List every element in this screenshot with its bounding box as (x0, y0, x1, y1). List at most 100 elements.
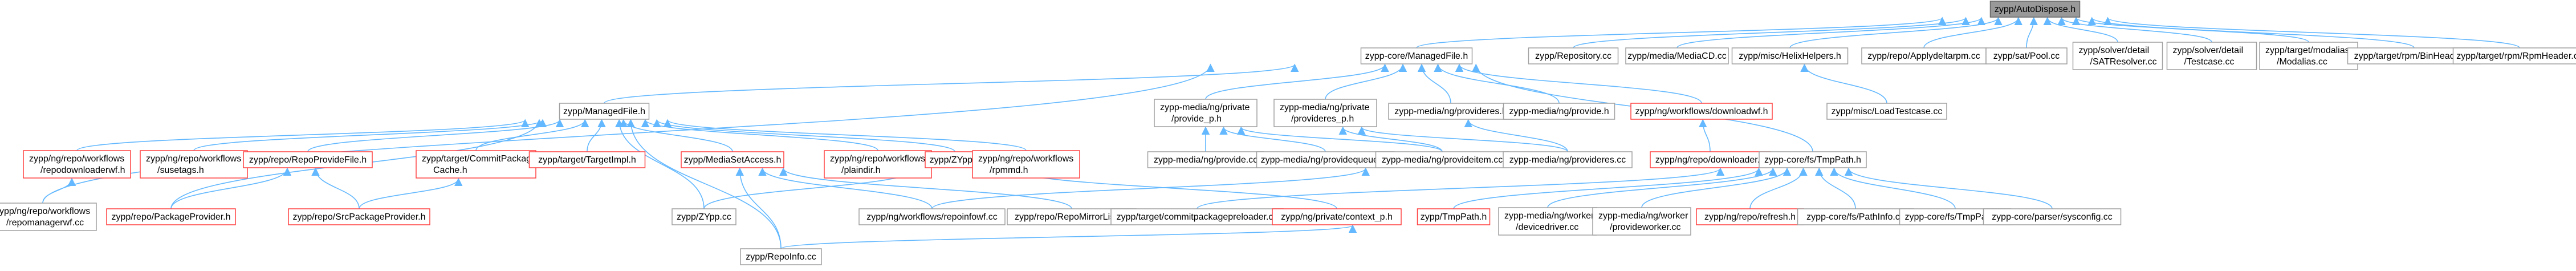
node-box (1650, 151, 1771, 168)
node-box (1498, 207, 1597, 236)
node-satres[interactable]: zypp/solver/detail/SATResolver.cc (2072, 42, 2163, 70)
node-msa[interactable]: zypp/MediaSetAccess.h (681, 151, 784, 168)
node-label: zypp-media/ng/worker (1504, 211, 1594, 221)
node-devdriver[interactable]: zypp-media/ng/worker/devicedriver.cc (1498, 207, 1597, 236)
node-applydelta[interactable]: zypp/repo/Applydeltarpm.cc (1861, 47, 1987, 64)
edge (2043, 17, 2118, 43)
node-providecc[interactable]: zypp-media/ng/provide.cc (1147, 151, 1264, 168)
edge (359, 177, 463, 209)
edge (1455, 63, 1702, 104)
node-provideh[interactable]: zypp-media/ng/provide.h (1503, 103, 1615, 120)
node-pitem[interactable]: zypp-media/ng/provideitem.cc (1375, 151, 1509, 168)
edge (1844, 167, 2053, 209)
node-box (1528, 47, 1619, 64)
edge (1923, 17, 2022, 48)
node-label: zypp/Repository.cc (1535, 51, 1611, 61)
node-testcase[interactable]: zypp/solver/detail/Testcase.cc (2166, 42, 2257, 70)
nodes: zypp/AutoDispose.h zypp-core/ManagedFile.… (0, 1, 2576, 265)
node-label: zypp/ng/repo/workflows (978, 154, 1073, 164)
node-label: /Testcase.cc (2184, 57, 2235, 67)
node-srcpkg[interactable]: zypp/repo/SrcPackageProvider.h (288, 208, 430, 225)
edge (1749, 167, 1808, 209)
node-root[interactable]: zypp/AutoDispose.h (1989, 1, 2081, 18)
node-box (1417, 208, 1491, 225)
node-label: zypp/ng/repo/refresh.h (1704, 212, 1796, 222)
node-label: /devicedriver.cc (1516, 223, 1578, 232)
node-label: zypp/solver/detail (2173, 46, 2244, 55)
node-context[interactable]: zypp/ng/private/context_p.h (1272, 208, 1402, 225)
node-label: zypp/TmpPath.h (1421, 212, 1487, 222)
node-box (1273, 99, 1377, 127)
node-label: zypp/ng/workflows/downloadwf.h (1635, 107, 1768, 116)
node-label: zypp/ZYpp.cc (677, 212, 731, 222)
node-repodl[interactable]: zypp/ng/repo/workflows/repodownloaderwf.… (23, 150, 131, 179)
node-repo[interactable]: zypp/Repository.cc (1528, 47, 1619, 64)
node-pkgprov[interactable]: zypp/repo/PackageProvider.h (106, 208, 236, 225)
node-providerespp[interactable]: zypp-media/ng/private/provideres_p.h (1273, 99, 1377, 127)
node-label: zypp/ng/repo/workflows (0, 207, 90, 216)
node-mediacd[interactable]: zypp/media/MediaCD.cc (1625, 47, 1729, 64)
edge (1573, 17, 1970, 48)
node-label: zypp/ZYpp.h (930, 155, 980, 165)
node-repodownloader[interactable]: zypp/ng/repo/downloader.h (1650, 151, 1771, 168)
node-label: zypp/ng/private/context_p.h (1281, 212, 1393, 222)
node-rpmmd[interactable]: zypp/ng/repo/workflows/rpmmd.h (972, 150, 1080, 179)
node-box (1630, 103, 1773, 120)
node-sysconfig[interactable]: zypp-core/parser/sysconfig.cc (1983, 208, 2122, 225)
node-pool[interactable]: zypp/sat/Pool.cc (1985, 47, 2068, 64)
node-label: zypp/RepoInfo.cc (746, 252, 816, 262)
node-label: /repodownloaderwf.h (40, 165, 125, 175)
node-mf1[interactable]: zypp-core/ManagedFile.h (1360, 47, 1473, 64)
node-rpf[interactable]: zypp/repo/RepoProvideFile.h (243, 151, 373, 168)
node-plaindir[interactable]: zypp/ng/repo/workflows/plaindir.h (824, 150, 932, 179)
node-label: /susetags.h (157, 165, 204, 175)
node-pathinfo[interactable]: zypp-core/fs/PathInfo.cc (1797, 208, 1914, 225)
node-downloadh[interactable]: zypp/ng/workflows/downloadwf.h (1630, 103, 1773, 120)
node-label: zypp/MediaSetAccess.h (684, 155, 782, 165)
node-box (1989, 1, 2081, 18)
node-modalias[interactable]: zypp/target/modalias/Modalias.cc (2259, 42, 2358, 70)
node-repoinfo[interactable]: zypp/RepoInfo.cc (740, 248, 822, 265)
node-suse[interactable]: zypp/ng/repo/workflows/susetags.h (140, 150, 248, 179)
node-box (1388, 103, 1513, 120)
node-repomgr[interactable]: zypp/ng/repo/workflows/repomanagerwf.cc (0, 203, 97, 231)
node-refresh[interactable]: zypp/ng/repo/refresh.h (1696, 208, 1804, 225)
node-preloader[interactable]: zypp/target/commitpackagepreloader.cc (1110, 208, 1284, 225)
node-box (672, 208, 736, 225)
edge (758, 167, 933, 209)
node-mf2[interactable]: zypp/ManagedFile.h (559, 103, 650, 120)
node-label: zypp/media/MediaCD.cc (1627, 51, 1726, 61)
node-targetimpl[interactable]: zypp/target/TargetImpl.h (528, 151, 646, 168)
edge (626, 119, 782, 249)
node-label: zypp/ng/repo/workflows (146, 154, 241, 164)
node-box (1110, 208, 1284, 225)
edge (1800, 63, 1887, 104)
edge (42, 177, 76, 204)
node-helix[interactable]: zypp/misc/HelixHelpers.h (1731, 47, 1849, 64)
node-label: /provide_p.h (1171, 114, 1222, 124)
node-pqueue[interactable]: zypp-media/ng/providequeue.cc (1256, 151, 1395, 168)
node-provide_p[interactable]: zypp-media/ng/private/provide_p.h (1154, 99, 1258, 127)
node-box (1272, 208, 1402, 225)
node-label: zypp/repo/Applydeltarpm.cc (1867, 51, 1980, 61)
node-provideresh[interactable]: zypp-media/ng/provideres.h (1388, 103, 1513, 120)
node-label: zypp/AutoDispose.h (1995, 5, 2076, 14)
node-rpmheader[interactable]: zypp/target/rpm/RpmHeader.cc (2452, 47, 2576, 64)
node-provworker[interactable]: zypp-media/ng/worker/provideworker.cc (1592, 207, 1691, 236)
edge (311, 167, 360, 209)
node-repoinfowf[interactable]: zypp/ng/workflows/repoinfowf.cc (858, 208, 1006, 225)
node-label: /provideworker.cc (1610, 223, 1681, 232)
node-loadtest[interactable]: zypp/misc/LoadTestcase.cc (1826, 103, 1947, 120)
edge (475, 119, 589, 151)
node-label: zypp-media/ng/worker (1598, 211, 1688, 221)
edge (1417, 63, 1451, 104)
node-label: /repomanagerwf.cc (6, 218, 84, 228)
node-zyppcc[interactable]: zypp/ZYpp.cc (672, 208, 736, 225)
node-tmppathh[interactable]: zypp/TmpPath.h (1417, 208, 1491, 225)
node-box (1503, 103, 1615, 120)
node-tmppath[interactable]: zypp-core/fs/TmpPath.h (1759, 151, 1867, 168)
edge (653, 119, 955, 152)
node-prescc[interactable]: zypp-media/ng/provideres.cc (1503, 151, 1633, 168)
edge (1434, 63, 1560, 104)
